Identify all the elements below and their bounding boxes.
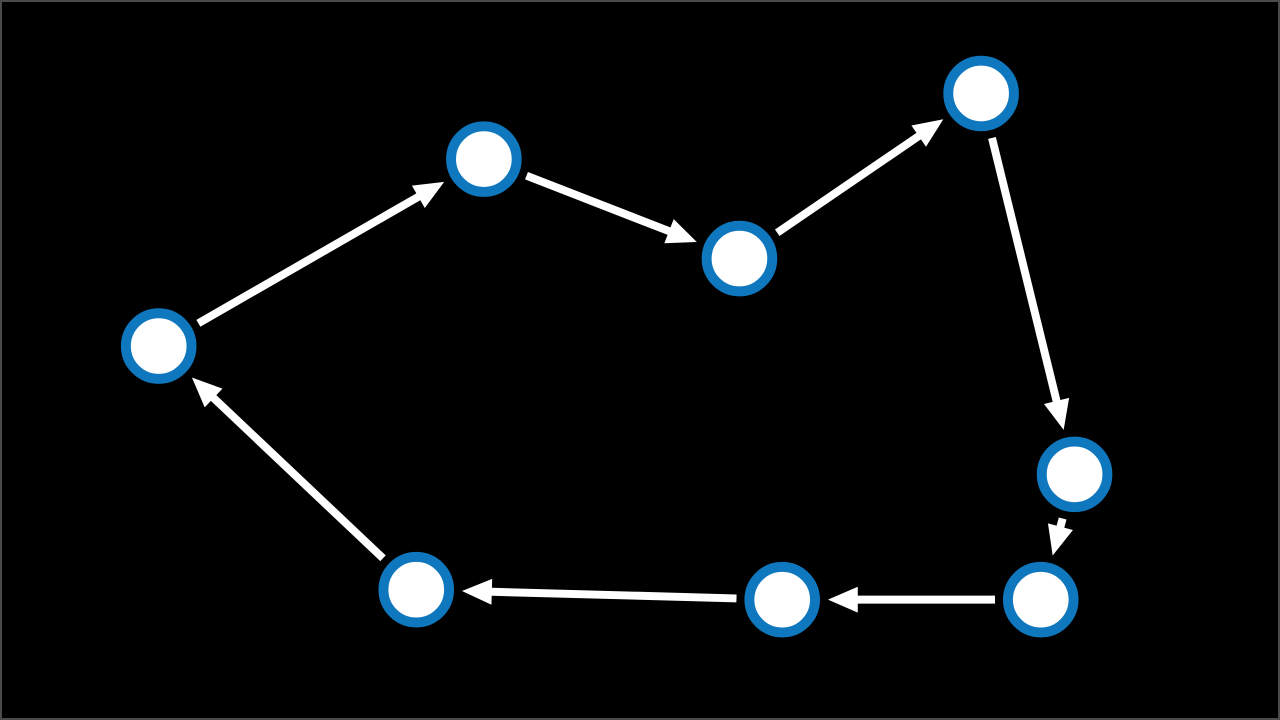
edge-arrowhead (1047, 523, 1073, 556)
edge-shaft (207, 392, 386, 562)
edge-shaft (774, 130, 925, 237)
graph-edge (191, 377, 386, 562)
graph-edge (525, 172, 697, 244)
edge-arrowhead (191, 377, 223, 408)
graph-edge (461, 578, 737, 605)
node-bottom-left (378, 551, 455, 628)
edge-shaft (487, 587, 737, 603)
edge-arrowhead (664, 219, 697, 244)
nodes-layer (120, 55, 1113, 638)
edge-shaft (525, 172, 675, 237)
edge-arrowhead (1044, 397, 1070, 430)
node-upper-mid (446, 121, 522, 197)
edge-arrowhead (461, 578, 493, 605)
edge-arrowhead (911, 119, 944, 147)
node-top-right (943, 55, 1019, 132)
edge-arrowhead (827, 586, 858, 613)
edge-shaft (196, 191, 424, 327)
edge-shaft (988, 136, 1062, 406)
node-right (1036, 436, 1113, 513)
node-bottom-right (1002, 561, 1079, 638)
node-bottom-mid (744, 561, 820, 638)
edges-layer (191, 119, 1073, 613)
graph-edge (827, 586, 996, 613)
node-middle (701, 220, 778, 297)
edge-arrowhead (411, 181, 445, 208)
node-left (120, 308, 197, 384)
graph-edge (1047, 517, 1073, 556)
graph-edge (774, 119, 944, 237)
graph-edge (196, 181, 445, 327)
graph-edge (988, 136, 1070, 430)
